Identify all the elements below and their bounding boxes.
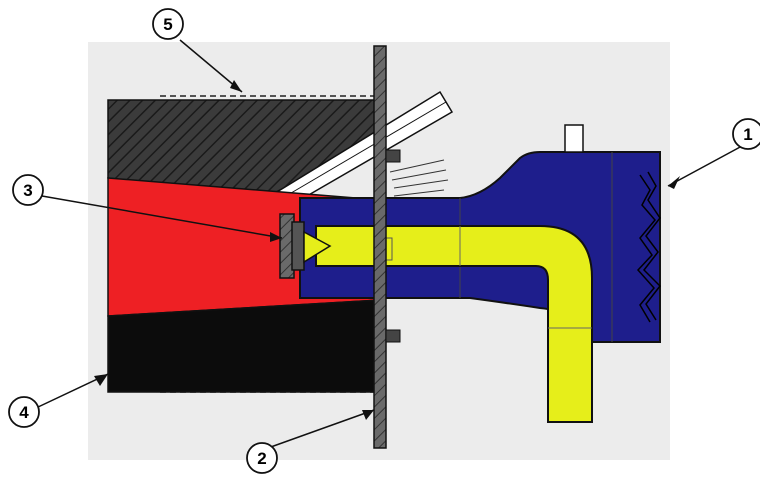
callout-3: 3 [12,174,44,206]
burner-nozzle [279,213,332,279]
air-inlet-stub [564,124,584,153]
leader-line-1 [667,145,743,187]
arrowhead-5 [230,80,242,92]
callout-5-label: 5 [163,15,172,34]
plate-bolt-bottom [385,329,401,343]
mounting-plate [373,45,387,449]
arrowhead-4 [94,374,108,386]
plate-bolt-top [385,149,401,163]
detector-wires [389,159,449,197]
leader-line-4 [35,373,109,409]
callout-2: 2 [246,442,278,474]
leader-line-5 [179,39,243,93]
callout-1: 1 [732,118,760,150]
lower-block [107,299,381,393]
callout-3-label: 3 [23,181,32,200]
fuel-pipe [315,225,593,423]
arrowhead-2 [362,410,374,420]
callout-4-label: 4 [19,403,29,422]
arrowhead-1 [668,176,680,189]
callout-2-label: 2 [257,449,266,468]
leader-line-2 [267,409,375,449]
callout-1-label: 1 [743,125,752,144]
leader-line-3 [41,195,283,239]
callout-4: 4 [8,396,40,428]
swirl-vanes [636,171,661,323]
arrowhead-3 [270,232,282,242]
callout-5: 5 [152,8,184,40]
